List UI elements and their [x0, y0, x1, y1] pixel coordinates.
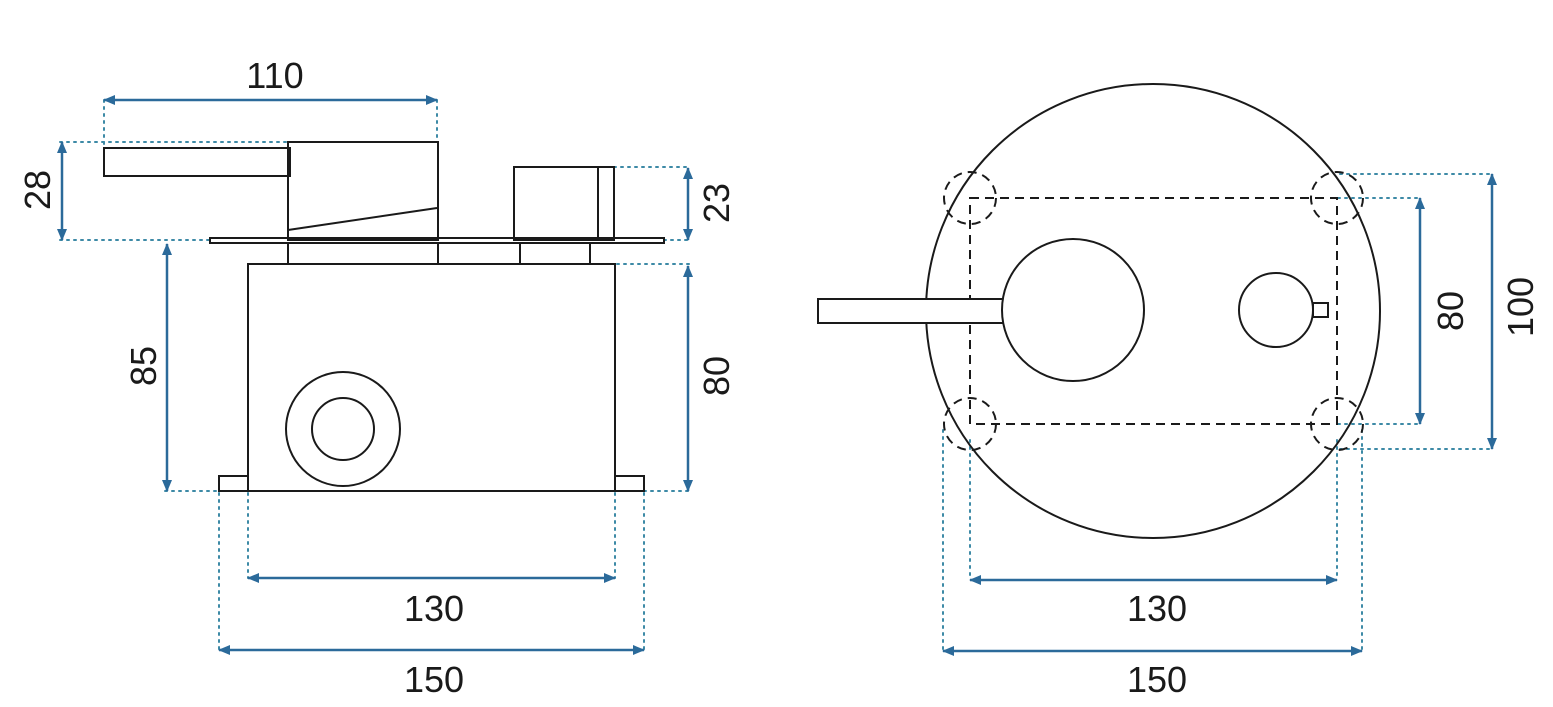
hidden-corner-bottom-right — [1310, 397, 1364, 451]
dim-label-150-side: 150 — [404, 659, 464, 700]
handle-bevel-line — [287, 207, 438, 231]
box-shape — [247, 263, 616, 492]
dim-label-150-front: 150 — [1127, 659, 1187, 700]
side-view: 110 28 23 85 80 130 150 — [17, 55, 737, 700]
front-handle-lever-shape — [817, 298, 1009, 324]
dim-label-130-side: 130 — [404, 588, 464, 629]
side-geometry — [103, 141, 665, 492]
front-dimension-lines — [942, 173, 1497, 656]
dim-label-100: 100 — [1500, 277, 1541, 337]
hidden-corner-bottom-left — [943, 397, 997, 451]
hidden-corner-top-left — [943, 171, 997, 225]
right-flange-shape — [614, 475, 645, 492]
left-flange-shape — [218, 475, 249, 492]
outlet-outer-circle — [285, 371, 401, 487]
knob-stem-shape — [519, 242, 591, 265]
side-extension-lines — [59, 99, 691, 651]
front-extension-lines — [942, 173, 1495, 652]
dim-label-23: 23 — [696, 183, 737, 223]
front-geometry — [817, 83, 1381, 539]
side-dimension-lines — [57, 95, 693, 655]
handle-stem-shape — [287, 242, 439, 265]
dim-label-130-front: 130 — [1127, 588, 1187, 629]
handle-body-shape — [287, 141, 439, 241]
handle-lever-shape — [103, 147, 291, 177]
knob-shape — [513, 166, 615, 241]
dim-label-85: 85 — [123, 346, 164, 386]
dim-label-80-front: 80 — [1430, 291, 1471, 331]
front-knob-circle — [1238, 272, 1314, 348]
front-view: 80 100 130 150 — [817, 83, 1541, 700]
hidden-corner-top-right — [1310, 171, 1364, 225]
dim-label-80-side: 80 — [696, 356, 737, 396]
dim-label-110: 110 — [246, 55, 303, 96]
dim-label-28: 28 — [17, 170, 58, 210]
outlet-inner-circle — [311, 397, 375, 461]
front-knob-tab — [1312, 302, 1329, 318]
front-handle-circle — [1001, 238, 1145, 382]
